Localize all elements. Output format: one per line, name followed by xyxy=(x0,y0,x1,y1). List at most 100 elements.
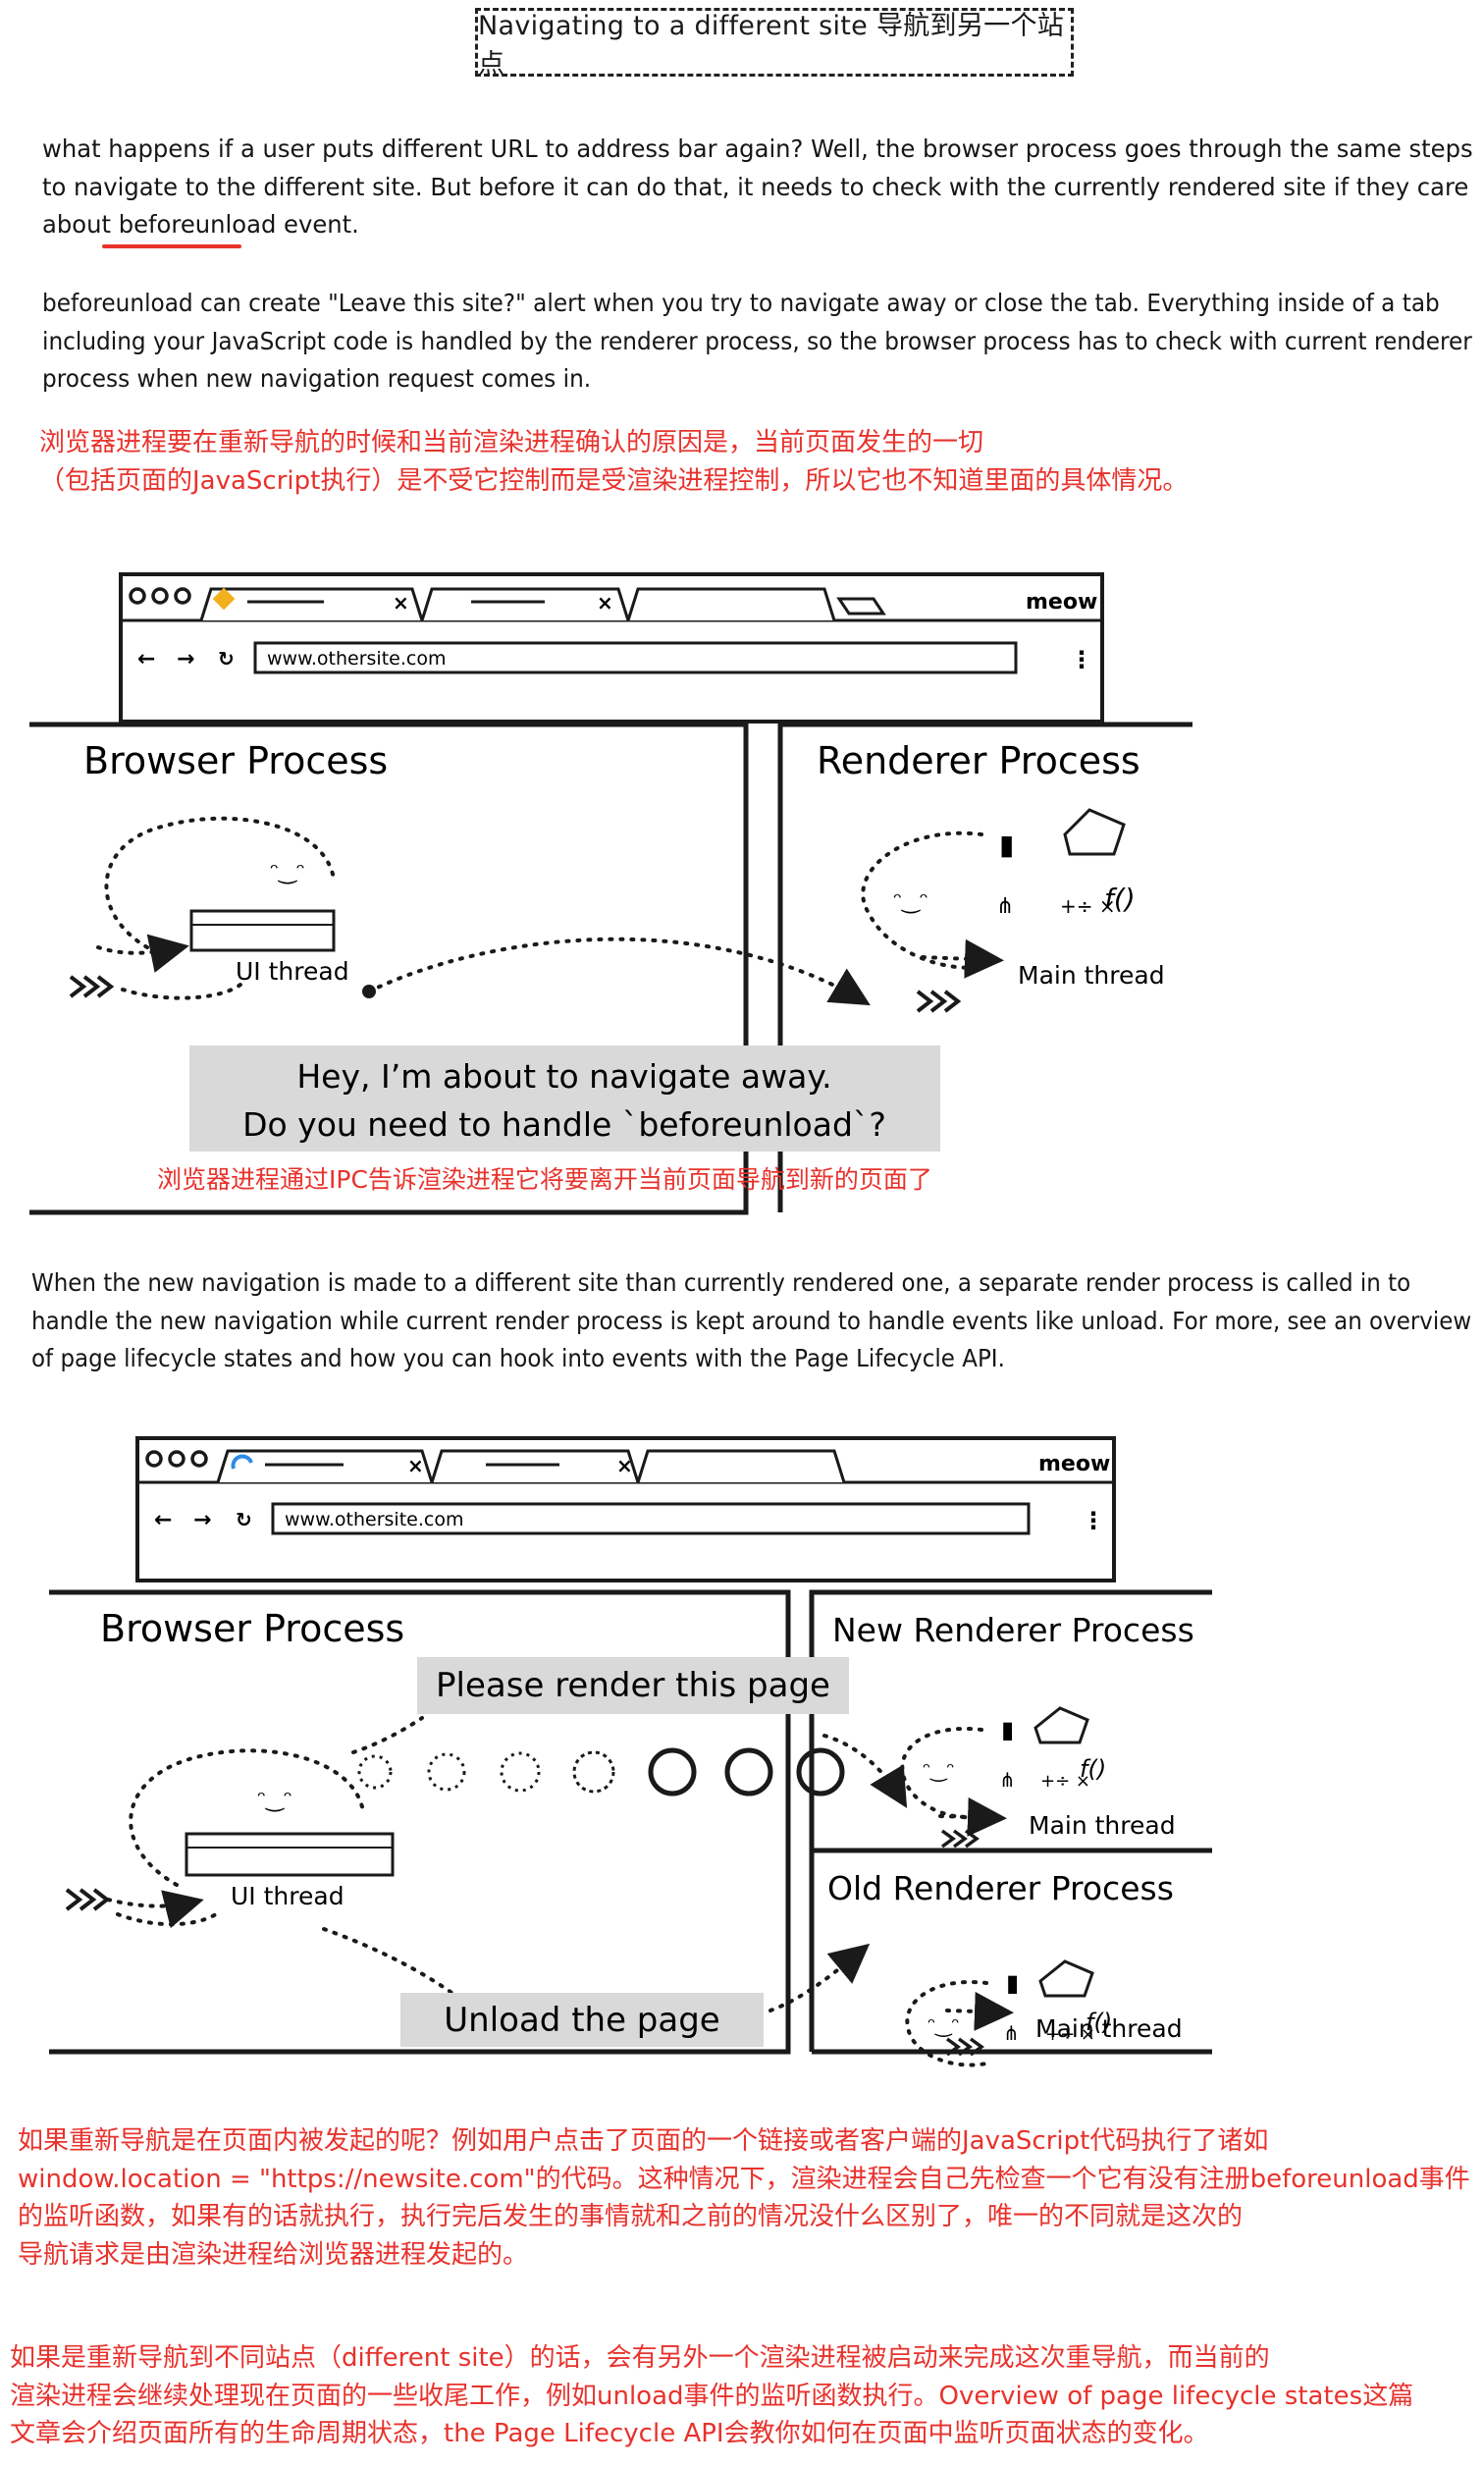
brand-label: meow xyxy=(1026,590,1097,615)
spawn-step xyxy=(357,1754,393,1790)
tab[interactable] xyxy=(636,1449,846,1483)
active-tab[interactable] xyxy=(199,587,424,621)
reload-icon[interactable]: ↻ xyxy=(236,1508,252,1531)
renderer-process-label: Renderer Process xyxy=(817,739,1140,782)
tab-close-icon[interactable]: × xyxy=(393,591,409,615)
tab-close-icon[interactable]: × xyxy=(616,1454,633,1477)
tools-icon: ▮ xyxy=(1001,1716,1014,1743)
forward-icon[interactable]: → xyxy=(177,647,194,671)
main-thread-old-label: Main thread xyxy=(1035,2014,1183,2043)
tab[interactable] xyxy=(626,587,836,621)
main-thread-loop xyxy=(905,1980,988,2067)
new-renderer-label: New Renderer Process xyxy=(832,1611,1194,1649)
main-thread-loop xyxy=(861,831,983,970)
note-line: window.location = "https://newsite.com"的… xyxy=(18,2164,1470,2194)
main-thread-label: Main thread xyxy=(1018,961,1165,990)
page-title: Navigating to a different site 导航到另一个站点 xyxy=(475,8,1074,80)
ui-window-icon xyxy=(189,909,336,952)
note-line: 如果重新导航是在页面内被发起的呢？例如用户点击了页面的一个链接或者客户端的Jav… xyxy=(18,2126,1269,2156)
loading-spinner-icon xyxy=(231,1454,253,1470)
new-tab-icon[interactable] xyxy=(836,597,886,616)
note-line: 导航请求是由渲染进程给浏览器进程发起的。 xyxy=(18,2239,529,2270)
menu-icon[interactable]: ⋮ xyxy=(1070,646,1093,673)
face-icon: ᵔ‿ᵔ xyxy=(923,1758,955,1782)
tools-icon: ▮ xyxy=(1006,1969,1019,1997)
intro-paragraph-1: what happens if a user puts different UR… xyxy=(42,131,1484,244)
unload-message: Unload the page xyxy=(444,2001,719,2040)
address-bar[interactable] xyxy=(253,641,1018,674)
main-thread-new-label: Main thread xyxy=(1029,1811,1176,1840)
book-icon xyxy=(1063,808,1126,856)
diagram-beforeunload: × × meow ← → ↻ www.othersite.com ⋮ Brows… xyxy=(29,572,1192,1215)
note-line: （包括页面的JavaScript执行）是不受它控制而是受渲染进程控制，所以它也不… xyxy=(39,465,1189,496)
bottom-note-2: 如果是重新导航到不同站点（different site）的话，会有另外一个渲染进… xyxy=(10,2339,1413,2453)
chevrons-icon xyxy=(69,975,115,998)
brand-label: meow xyxy=(1038,1452,1110,1476)
tools-icon: ▮ xyxy=(999,829,1014,861)
new-renderer-panel xyxy=(809,1589,1212,1850)
chevrons-icon xyxy=(940,1829,980,1849)
forward-icon[interactable]: → xyxy=(193,1508,211,1532)
function-icon: f() xyxy=(1086,2009,1112,2036)
tab-close-icon[interactable]: × xyxy=(597,591,613,615)
text-line: of page lifecycle states and how you can… xyxy=(31,1344,1005,1372)
browser-process-panel xyxy=(29,722,749,1215)
back-icon[interactable]: ← xyxy=(154,1508,172,1532)
browser-process-label: Browser Process xyxy=(83,739,388,782)
ipc-arrow xyxy=(367,937,871,1006)
face-icon: ᵔ‿ᵔ xyxy=(257,1788,292,1812)
book-icon xyxy=(1034,1706,1089,1744)
note-line: 渲染进程会继续处理现在页面的一些收尾工作，例如unload事件的监听函数执行。O… xyxy=(10,2381,1414,2411)
reload-icon[interactable]: ↻ xyxy=(218,647,235,670)
spawn-step xyxy=(724,1747,773,1796)
render-message: Please render this page xyxy=(436,1666,830,1705)
window-dot-icon xyxy=(145,1450,163,1468)
tree-icon: ⋔ xyxy=(1003,2021,1020,2045)
text-line: about beforeunload event. xyxy=(42,210,359,239)
spawn-step xyxy=(572,1750,615,1794)
active-tab[interactable] xyxy=(216,1449,434,1483)
text-line: what happens if a user puts different UR… xyxy=(42,134,1473,163)
note-line: 文章会介绍页面所有的生命周期状态，the Page Lifecycle API会… xyxy=(10,2419,1209,2448)
unload-arrow xyxy=(768,1943,871,2012)
window-dot-icon xyxy=(151,587,169,605)
book-icon xyxy=(1038,1959,1094,1998)
address-url: www.othersite.com xyxy=(285,1509,463,1530)
diagram1-note: 浏览器进程通过IPC告诉渲染进程它将要离开当前页面导航到新的页面了 xyxy=(157,1165,932,1194)
browser-process-label: Browser Process xyxy=(100,1607,404,1650)
math-icon: +÷ × xyxy=(1040,1771,1090,1792)
note-line: 如果是重新导航到不同站点（different site）的话，会有另外一个渲染进… xyxy=(10,2343,1270,2373)
text-line: including your JavaScript code is handle… xyxy=(42,326,1472,355)
window-dot-icon xyxy=(168,1450,186,1468)
old-renderer-panel xyxy=(809,1848,1212,2052)
spawn-step xyxy=(796,1747,845,1796)
browser-window: × × meow ← → ↻ www.othersite.com ⋮ xyxy=(119,572,1104,724)
back-icon[interactable]: ← xyxy=(137,647,155,671)
address-bar[interactable] xyxy=(271,1502,1031,1535)
text-line: When the new navigation is made to a dif… xyxy=(31,1268,1411,1297)
tab-close-icon[interactable]: × xyxy=(407,1454,424,1477)
note-line: 浏览器进程要在重新导航的时候和当前渲染进程确认的原因是，当前页面发生的一切 xyxy=(39,428,984,457)
tab[interactable] xyxy=(420,587,630,621)
face-icon: ᵔ‿ᵔ xyxy=(893,889,928,914)
ui-thread-label: UI thread xyxy=(231,1882,344,1910)
window-dot-icon xyxy=(174,587,191,605)
spawn-step xyxy=(648,1747,697,1796)
ui-thread-label: UI thread xyxy=(236,957,349,986)
function-icon: f() xyxy=(1104,883,1136,915)
render-message-box xyxy=(417,1657,849,1714)
math-icon: +÷ × xyxy=(1045,2024,1095,2045)
chevrons-icon xyxy=(945,2037,984,2057)
text-line: handle the new navigation while current … xyxy=(31,1306,1472,1335)
tree-icon: ⋔ xyxy=(999,1768,1016,1792)
function-icon: f() xyxy=(1080,1755,1106,1783)
window-dot-icon xyxy=(190,1450,208,1468)
unload-message-box xyxy=(400,1993,764,2047)
highlight-underline xyxy=(102,244,241,248)
message-line-2: Do you need to handle `beforeunload`? xyxy=(242,1105,886,1144)
intro-paragraph-2: beforeunload can create "Leave this site… xyxy=(42,285,1484,399)
tab[interactable] xyxy=(430,1449,640,1483)
old-renderer-label: Old Renderer Process xyxy=(827,1869,1174,1907)
ui-window-icon xyxy=(185,1832,395,1877)
menu-icon[interactable]: ⋮ xyxy=(1082,1507,1105,1534)
